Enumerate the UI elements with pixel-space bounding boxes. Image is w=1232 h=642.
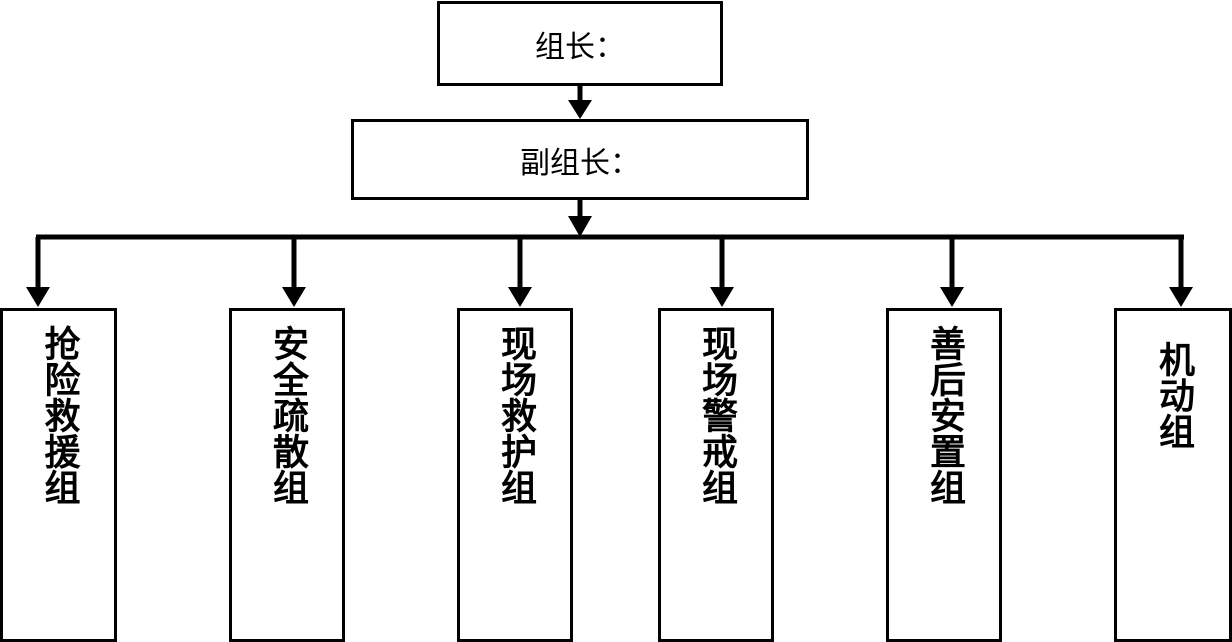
group-box-rescue: 抢险救援组 bbox=[0, 308, 117, 642]
leader-to-deputy-arrowhead bbox=[568, 100, 592, 119]
group-label-cordon: 现场警戒组 bbox=[696, 325, 737, 505]
leader-label: 组长： bbox=[535, 29, 625, 65]
group-label-mobile: 机动组 bbox=[1153, 341, 1194, 449]
drop-arrowhead-6 bbox=[1169, 287, 1193, 307]
deputy-box: 副组长： bbox=[351, 119, 809, 200]
leader-box: 组长： bbox=[437, 1, 723, 86]
drop-arrowhead-1 bbox=[26, 287, 50, 307]
group-box-evacuation: 安全疏散组 bbox=[229, 308, 345, 642]
group-label-rescue: 抢险救援组 bbox=[38, 325, 80, 505]
group-label-medical: 现场救护组 bbox=[495, 325, 536, 505]
deputy-label: 副组长： bbox=[520, 145, 640, 181]
group-box-mobile: 机动组 bbox=[1114, 308, 1232, 642]
group-label-evacuation: 安全疏散组 bbox=[267, 325, 308, 505]
group-label-aftermath: 善后安置组 bbox=[924, 325, 965, 505]
drop-arrowhead-3 bbox=[508, 287, 532, 307]
group-box-medical: 现场救护组 bbox=[457, 308, 573, 642]
drop-arrowhead-5 bbox=[940, 287, 964, 307]
deputy-to-branch-arrowhead bbox=[568, 216, 592, 237]
group-box-cordon: 现场警戒组 bbox=[658, 308, 774, 642]
drop-arrowhead-2 bbox=[282, 287, 306, 307]
drop-arrowhead-4 bbox=[710, 287, 734, 307]
group-box-aftermath: 善后安置组 bbox=[886, 308, 1002, 642]
